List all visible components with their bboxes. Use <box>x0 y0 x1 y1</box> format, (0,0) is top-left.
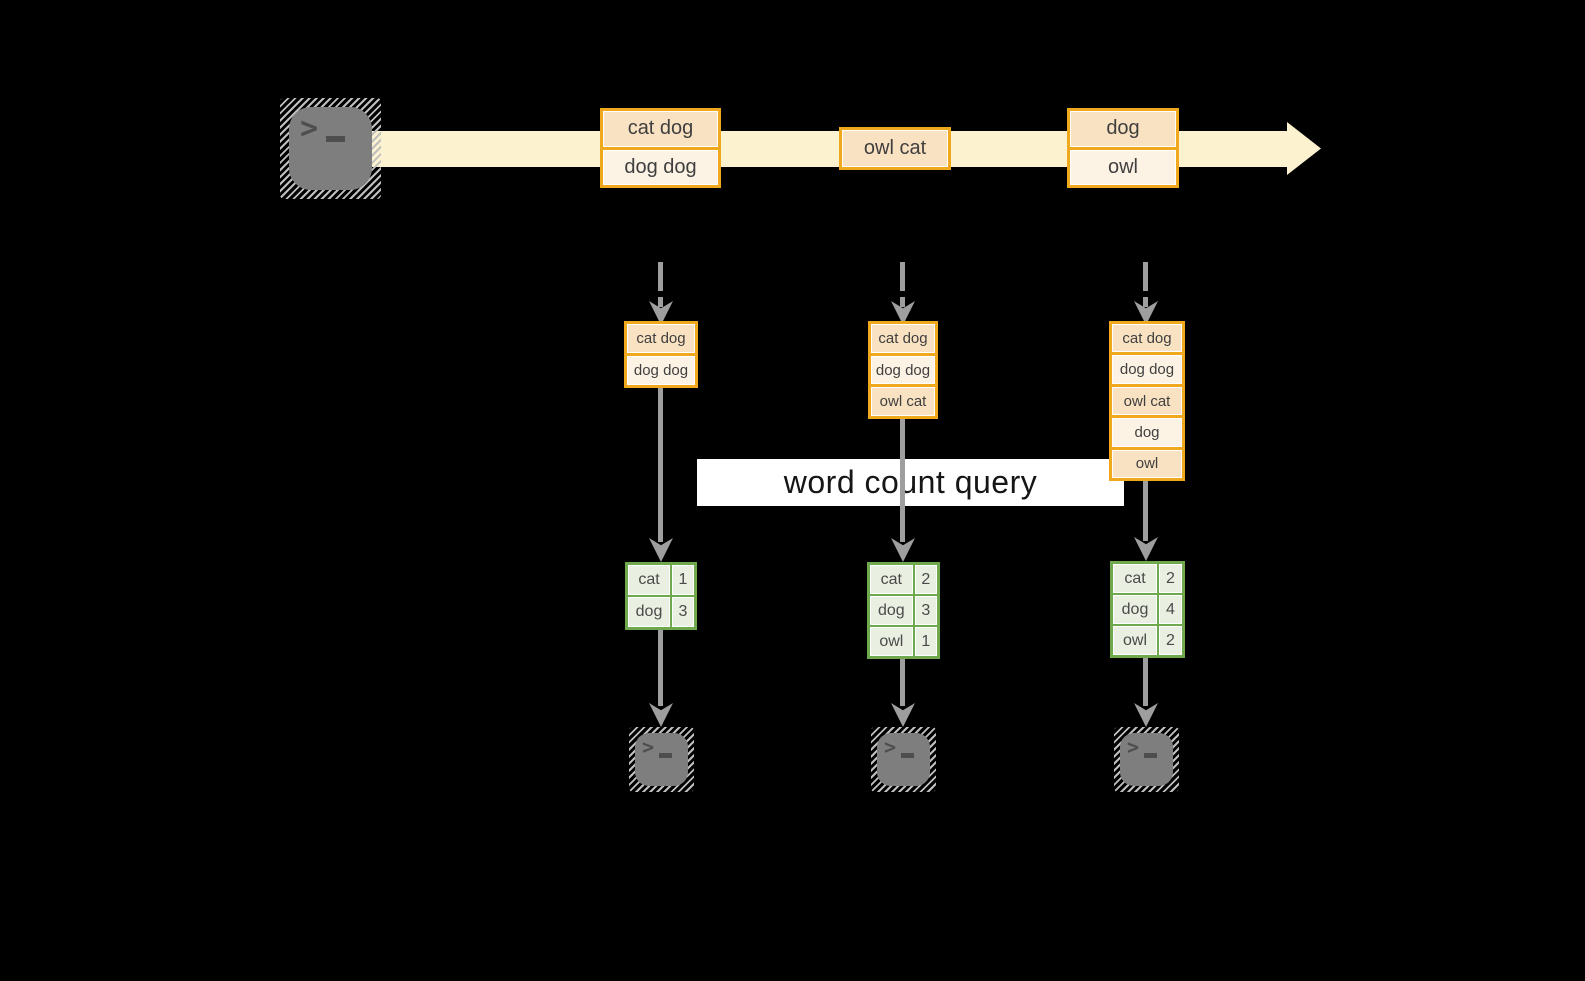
output-arrow-line <box>1143 656 1148 706</box>
result-row: dog 3 <box>870 596 937 625</box>
sink-terminal-icon: > <box>629 727 694 792</box>
input-row: dog dog <box>871 355 935 385</box>
input-row: cat dog <box>1112 324 1182 353</box>
input-row: owl cat <box>1112 386 1182 416</box>
query-arrow-line <box>658 386 663 542</box>
dashed-arrow-segment <box>658 297 663 307</box>
stream-timeline-arrowhead-icon <box>1287 122 1321 175</box>
query-banner-label: word count query <box>783 464 1038 500</box>
result-word: dog <box>628 597 670 627</box>
input-row: cat dog <box>627 324 695 353</box>
source-terminal-icon: > <box>280 98 381 199</box>
terminal-body <box>635 733 688 786</box>
stream-batch-2: owl cat <box>839 127 951 170</box>
terminal-prompt-icon: > <box>884 735 897 759</box>
terminal-cursor-icon <box>326 136 345 142</box>
batch-row: owl <box>1070 149 1176 185</box>
result-count: 2 <box>1159 626 1182 655</box>
terminal-cursor-icon <box>901 753 914 758</box>
arrowhead-icon <box>649 703 673 727</box>
input-row: cat dog <box>871 324 935 353</box>
result-row: cat 1 <box>628 565 694 595</box>
result-word: dog <box>1113 595 1157 624</box>
result-word: cat <box>628 565 670 595</box>
result-table-3: cat 2 dog 4 owl 2 <box>1110 561 1185 658</box>
result-table-1: cat 1 dog 3 <box>625 562 697 630</box>
result-row: owl 1 <box>870 627 937 656</box>
result-row: cat 2 <box>870 565 937 594</box>
terminal-prompt-icon: > <box>642 735 655 759</box>
result-count: 2 <box>914 565 937 594</box>
dashed-arrow-segment <box>900 262 905 291</box>
query-arrow-line <box>1143 479 1148 541</box>
stream-batch-1: cat dog dog dog <box>600 108 721 188</box>
result-word: owl <box>1113 626 1157 655</box>
input-row: owl cat <box>871 387 935 417</box>
result-word: cat <box>1113 564 1157 593</box>
dashed-arrow-segment <box>1143 262 1148 291</box>
terminal-prompt-icon: > <box>300 111 319 146</box>
terminal-body <box>289 107 372 190</box>
sink-terminal-icon: > <box>1114 727 1179 792</box>
dashed-arrow-segment <box>1143 297 1148 307</box>
dashed-arrow-segment <box>658 262 663 291</box>
result-row: cat 2 <box>1113 564 1182 593</box>
result-count: 2 <box>1159 564 1182 593</box>
sink-terminal-icon: > <box>871 727 936 792</box>
result-row: dog 4 <box>1113 595 1182 624</box>
arrowhead-icon <box>891 703 915 727</box>
result-row: dog 3 <box>628 597 694 627</box>
dashed-arrow-segment <box>900 297 905 307</box>
result-count: 4 <box>1159 595 1182 624</box>
result-count: 1 <box>672 565 694 595</box>
arrowhead-icon <box>1134 703 1158 727</box>
result-word: dog <box>870 596 913 625</box>
result-word: cat <box>870 565 913 594</box>
terminal-prompt-icon: > <box>1127 735 1140 759</box>
output-arrow-line <box>900 657 905 706</box>
input-table-2: cat dog dog dog owl cat <box>868 321 938 419</box>
result-count: 1 <box>914 627 937 656</box>
input-table-1: cat dog dog dog <box>624 321 698 388</box>
query-arrow-line <box>900 417 905 542</box>
batch-row: dog <box>1070 111 1176 147</box>
input-row: owl <box>1112 449 1182 479</box>
terminal-cursor-icon <box>1144 753 1157 758</box>
output-arrow-line <box>658 628 663 706</box>
input-table-3: cat dog dog dog owl cat dog owl <box>1109 321 1185 481</box>
batch-row: owl cat <box>842 130 948 167</box>
stream-batch-3: dog owl <box>1067 108 1179 188</box>
input-row: dog dog <box>1112 355 1182 384</box>
query-banner: word count query <box>697 459 1124 506</box>
input-row: dog dog <box>627 356 695 385</box>
batch-row: cat dog <box>603 111 718 147</box>
input-row: dog <box>1112 418 1182 447</box>
result-count: 3 <box>914 596 937 625</box>
terminal-cursor-icon <box>659 753 672 758</box>
result-table-2: cat 2 dog 3 owl 1 <box>867 562 940 659</box>
terminal-body <box>1120 733 1173 786</box>
result-row: owl 2 <box>1113 626 1182 655</box>
batch-row: dog dog <box>603 149 718 185</box>
result-word: owl <box>870 627 913 656</box>
result-count: 3 <box>672 597 694 627</box>
terminal-body <box>877 733 930 786</box>
